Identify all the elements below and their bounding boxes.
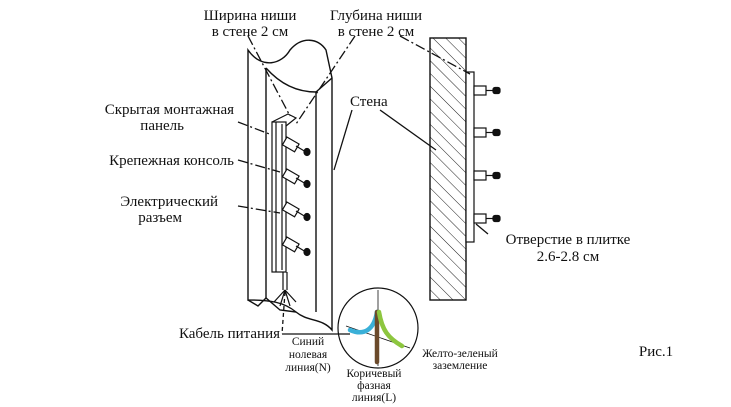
power-cable-label: Кабель питания	[179, 326, 280, 342]
bracket-4	[281, 236, 311, 257]
tile-hole-1	[473, 85, 501, 96]
bracket-2	[281, 168, 311, 189]
niche-width-label-2: в стене 2 см	[212, 24, 289, 40]
tile-hole-label-2: 2.6-2.8 см	[537, 249, 600, 265]
niche-depth-label-1: Глубина ниши	[330, 8, 422, 24]
niche-depth-label-2: в стене 2 см	[338, 24, 415, 40]
brown-wire-label-1: Коричевый	[347, 368, 402, 380]
connector-label-1: Электрический	[120, 194, 218, 210]
figure-label: Рис.1	[639, 344, 673, 360]
blue-wire-label-1: Синий	[292, 336, 324, 348]
ground-wire-label-1: Желто-зеленый	[422, 348, 498, 360]
brown-wire-label-2: фазная	[357, 380, 391, 392]
tile-hole-label-1: Отверстие в плитке	[506, 232, 631, 248]
hidden-mounting-panel	[271, 113, 298, 273]
labels: Ширина ниши в стене 2 см Глубина ниши в …	[105, 8, 673, 404]
bracket-1	[281, 136, 311, 157]
ground-wire	[376, 309, 405, 349]
power-cable	[273, 272, 297, 307]
leader-lines	[237, 35, 489, 335]
blue-wire-label-2: нолевая	[289, 349, 328, 361]
mounting-brackets	[281, 136, 311, 257]
tile-hole-4	[473, 213, 501, 224]
wire-detail	[337, 287, 419, 369]
niche-width-label-1: Ширина ниши	[204, 8, 297, 24]
bracket-label: Крепежная консоль	[109, 153, 234, 169]
hidden-panel-label-1: Скрытая монтажная	[105, 102, 234, 118]
tile-hole-3	[473, 170, 501, 181]
wall-column	[247, 39, 333, 332]
connector-label-2: разъем	[138, 210, 182, 226]
blue-wire-label-3: линия(N)	[285, 362, 331, 374]
wall-label: Стена	[350, 94, 388, 110]
ground-wire-label-2: заземление	[433, 360, 488, 372]
hidden-panel-label-2: панель	[140, 118, 184, 134]
wall-section	[429, 37, 501, 301]
bracket-3	[281, 201, 311, 222]
tile-holes	[473, 85, 501, 224]
tile-hole-2	[473, 127, 501, 138]
brown-wire-label-3: линия(L)	[352, 392, 396, 404]
